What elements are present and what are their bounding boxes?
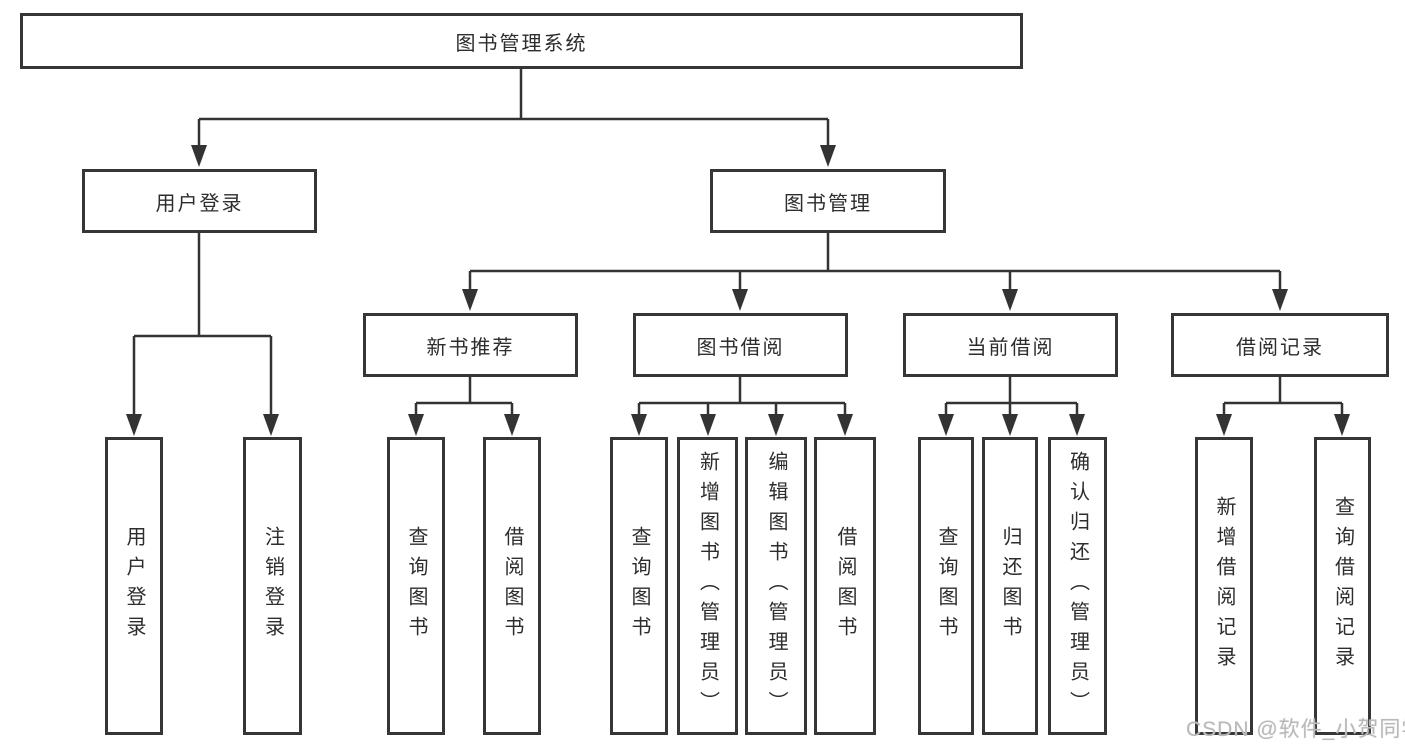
node-library-system: 图书管理系统 bbox=[20, 13, 1023, 69]
connector-level3-to-level4 bbox=[414, 377, 1344, 415]
node-query-books-3: 查询图书 bbox=[918, 437, 974, 735]
node-new-book-recommend: 新书推荐 bbox=[363, 313, 578, 377]
connector-bookmgmt-to-level3 bbox=[468, 233, 1282, 291]
node-logout: 注销登录 bbox=[243, 437, 302, 735]
node-confirm-return-admin: 确认归还（管理员） bbox=[1048, 437, 1107, 735]
node-borrow-books-1: 借阅图书 bbox=[483, 437, 541, 735]
node-return-books: 归还图书 bbox=[982, 437, 1038, 735]
node-query-borrow-record: 查询借阅记录 bbox=[1314, 437, 1371, 735]
node-query-books-2: 查询图书 bbox=[610, 437, 668, 735]
node-borrow-records: 借阅记录 bbox=[1171, 313, 1389, 377]
connector-root-to-level2 bbox=[197, 69, 830, 146]
connector-userlogin-to-children bbox=[132, 233, 273, 415]
node-query-books-1: 查询图书 bbox=[387, 437, 445, 735]
node-book-management: 图书管理 bbox=[710, 169, 946, 233]
node-user-login-leaf: 用户登录 bbox=[105, 437, 163, 735]
watermark: CSDN @软件_小贺同学 bbox=[1186, 718, 1405, 741]
arrowheads bbox=[126, 145, 1350, 436]
node-add-books-admin: 新增图书（管理员） bbox=[677, 437, 738, 735]
node-add-borrow-record: 新增借阅记录 bbox=[1195, 437, 1253, 735]
node-borrow-books-2: 借阅图书 bbox=[814, 437, 876, 735]
node-book-borrow: 图书借阅 bbox=[633, 313, 848, 377]
node-edit-books-admin: 编辑图书（管理员） bbox=[745, 437, 807, 735]
node-current-borrow: 当前借阅 bbox=[903, 313, 1118, 377]
node-user-login: 用户登录 bbox=[82, 169, 317, 233]
